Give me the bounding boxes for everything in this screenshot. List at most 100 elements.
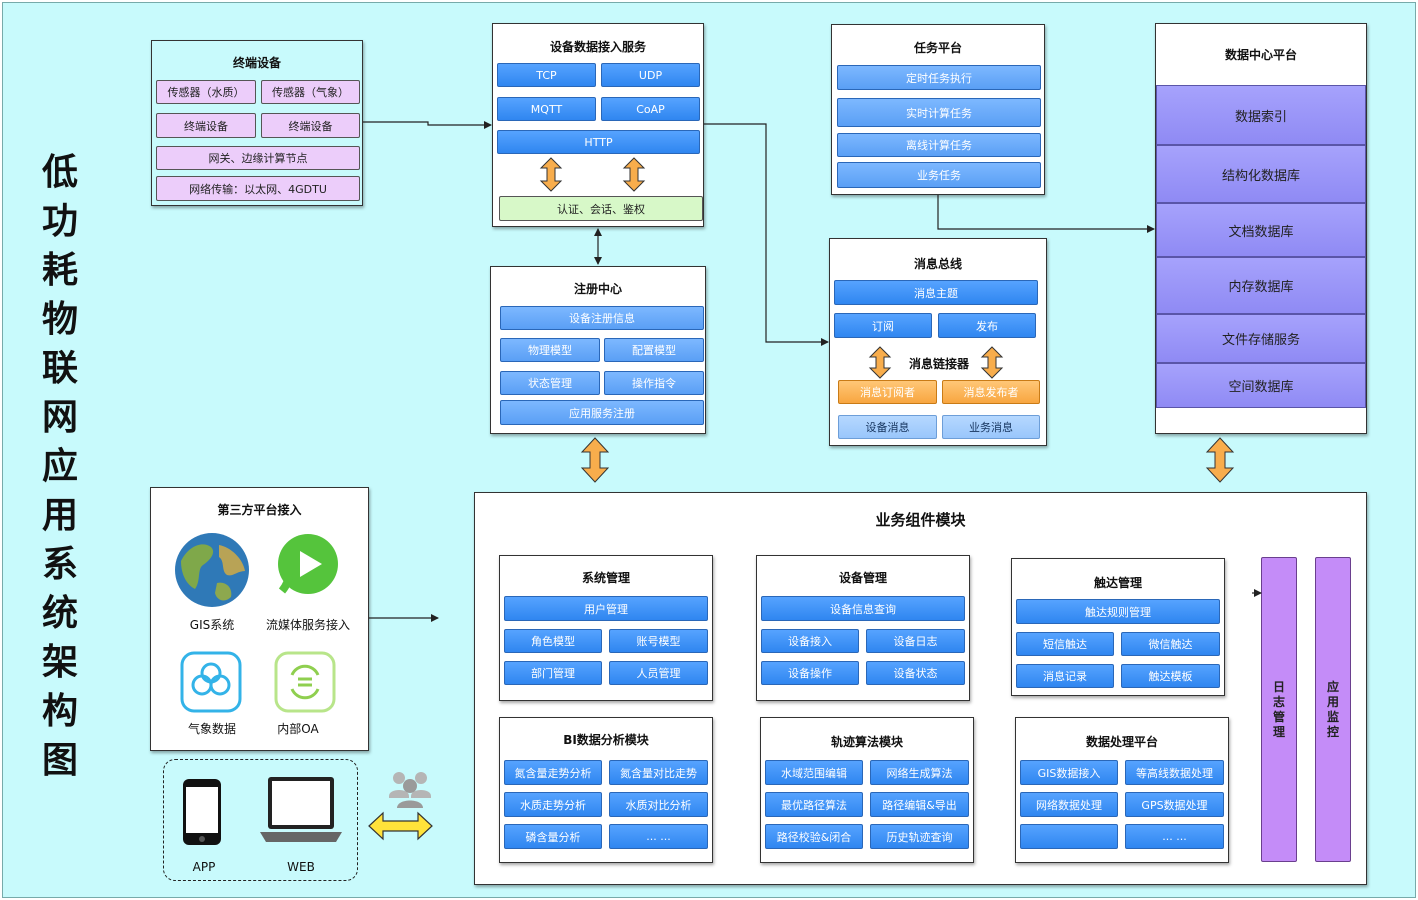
reach-mgmt-title: 触达管理 (1093, 576, 1142, 590)
task-item: 业务任务 (837, 162, 1041, 188)
device-mgmt-title: 设备管理 (838, 571, 887, 585)
third-party-panel: 第三方平台接入 GIS系统 流媒体服务接入 气象数据 (150, 487, 369, 751)
access-title: 设备数据接入服务 (549, 40, 646, 54)
log-char: 日 (1272, 679, 1285, 694)
reach-mgmt-item: 触达模板 (1121, 664, 1220, 688)
bi-item: 水质对比分析 (609, 792, 708, 817)
system-mgmt-item: 角色模型 (504, 629, 602, 653)
device-mgmt-item: 设备操作 (761, 661, 859, 685)
streaming-media-icon (278, 534, 338, 594)
auth-box: 认证、会话、鉴权 (499, 196, 703, 221)
protocol-http: HTTP (497, 130, 700, 154)
protocol-coap: CoAP (601, 97, 700, 121)
terminal-item: 网关、边缘计算节点 (156, 146, 360, 170)
bus-connector-label: 消息链接器 (908, 357, 969, 371)
monitor-char: 用 (1326, 694, 1339, 709)
phone-icon (183, 779, 221, 845)
bi-panel: BI数据分析模块 氮含量走势分析 氮含量对比走势 水质走势分析 水质对比分析 磷… (499, 717, 713, 863)
streaming-label: 流媒体服务接入 (265, 618, 350, 632)
globe-icon (175, 533, 249, 607)
registry-item: 配置模型 (604, 338, 704, 362)
bus-subscribe: 订阅 (834, 313, 932, 338)
device-mgmt-item: 设备信息查询 (761, 596, 965, 621)
data-processing-item: 等高线数据处理 (1125, 760, 1224, 785)
bus-publish: 发布 (938, 313, 1036, 338)
monitor-char: 控 (1326, 724, 1339, 739)
device-mgmt-item: 设备日志 (866, 629, 965, 653)
bi-item: 氮含量对比走势 (609, 760, 708, 785)
bi-title: BI数据分析模块 (563, 733, 649, 747)
data-processing-item: 网络数据处理 (1020, 792, 1118, 817)
system-mgmt-title: 系统管理 (581, 571, 630, 585)
app-monitor-bar: 应 用 监 控 (1315, 557, 1351, 862)
business-title: 业务组件模块 (875, 511, 966, 529)
terminal-item: 终端设备 (156, 113, 256, 138)
third-party-title: 第三方平台接入 (217, 503, 302, 517)
registry-item: 物理模型 (500, 338, 600, 362)
reach-mgmt-item: 触达规则管理 (1016, 599, 1220, 624)
client-group: APP WEB (163, 759, 358, 881)
track-title: 轨迹算法模块 (830, 735, 903, 749)
log-char: 管 (1272, 709, 1285, 724)
system-mgmt-item: 账号模型 (609, 629, 708, 653)
device-mgmt-panel: 设备管理 设备信息查询 设备接入 设备日志 设备操作 设备状态 (756, 555, 970, 701)
log-char: 志 (1272, 694, 1285, 709)
reach-mgmt-item: 短信触达 (1016, 632, 1114, 656)
registry-item: 操作指令 (604, 371, 704, 395)
terminal-item: 传感器（气象） (261, 80, 360, 104)
protocol-udp: UDP (601, 63, 700, 87)
system-mgmt-item: 部门管理 (504, 661, 602, 685)
gis-label: GIS系统 (189, 618, 235, 632)
oa-label: 内部OA (277, 722, 319, 736)
track-item: 路径编辑&导出 (870, 792, 969, 817)
log-char: 理 (1272, 724, 1285, 739)
registry-panel: 注册中心 设备注册信息 物理模型 配置模型 状态管理 操作指令 应用服务注册 (490, 266, 706, 434)
terminal-title: 终端设备 (232, 56, 281, 70)
track-panel: 轨迹算法模块 水域范围编辑 网络生成算法 最优路径算法 路径编辑&导出 路径校验… (760, 717, 974, 863)
datacenter-item: 空间数据库 (1156, 363, 1366, 408)
bus-title: 消息总线 (913, 257, 962, 271)
registry-item: 应用服务注册 (500, 400, 704, 425)
bi-item: 氮含量走势分析 (504, 760, 602, 785)
business-panel: 业务组件模块 系统管理 用户管理 角色模型 账号模型 部门管理 人员管理 设备管… (474, 492, 1367, 885)
track-item: 历史轨迹查询 (870, 824, 969, 849)
datacenter-item: 文档数据库 (1156, 203, 1366, 257)
data-processing-item: GIS数据接入 (1020, 760, 1118, 785)
reach-mgmt-item: 消息记录 (1016, 664, 1114, 688)
internal-oa-icon (274, 651, 336, 713)
protocol-tcp: TCP (497, 63, 596, 87)
data-processing-item: GPS数据处理 (1125, 792, 1224, 817)
log-management-bar: 日 志 管 理 (1261, 557, 1297, 862)
track-item: 最优路径算法 (765, 792, 863, 817)
bus-panel: 消息总线 消息主题 订阅 发布 消息链接器 消息订阅者 消息发布者 设备消息 业… (829, 238, 1047, 446)
datacenter-title: 数据中心平台 (1224, 48, 1297, 62)
bi-item: ... ... (609, 824, 708, 849)
system-mgmt-panel: 系统管理 用户管理 角色模型 账号模型 部门管理 人员管理 (499, 555, 713, 701)
task-panel: 任务平台 定时任务执行 实时计算任务 离线计算任务 业务任务 (831, 24, 1045, 195)
data-processing-panel: 数据处理平台 GIS数据接入 等高线数据处理 网络数据处理 GPS数据处理 ..… (1015, 717, 1229, 863)
app-label: APP (192, 860, 216, 874)
terminal-item: 传感器（水质） (156, 80, 256, 104)
monitor-char: 应 (1326, 679, 1339, 694)
access-panel: 设备数据接入服务 TCP UDP MQTT CoAP HTTP 认证、会话、鉴权 (492, 23, 704, 227)
datacenter-panel: 数据中心平台 数据索引 结构化数据库 文档数据库 内存数据库 文件存储服务 空间… (1155, 23, 1367, 434)
reach-mgmt-panel: 触达管理 触达规则管理 短信触达 微信触达 消息记录 触达模板 (1011, 558, 1225, 696)
track-item: 网络生成算法 (870, 760, 969, 785)
bi-item: 水质走势分析 (504, 792, 602, 817)
terminal-item: 网络传输：以太网、4GDTU (156, 176, 360, 201)
datacenter-item: 结构化数据库 (1156, 145, 1366, 203)
bus-publisher: 消息发布者 (942, 380, 1040, 404)
registry-title: 注册中心 (573, 282, 622, 296)
datacenter-item: 文件存储服务 (1156, 314, 1366, 363)
task-title: 任务平台 (913, 41, 962, 55)
registry-item: 状态管理 (500, 371, 600, 395)
task-item: 实时计算任务 (837, 98, 1041, 127)
reach-mgmt-item: 微信触达 (1121, 632, 1220, 656)
track-item: 水域范围编辑 (765, 760, 863, 785)
bus-subscriber: 消息订阅者 (838, 380, 937, 404)
weather-label: 气象数据 (187, 722, 236, 736)
bus-topic: 消息主题 (834, 280, 1038, 305)
protocol-mqtt: MQTT (497, 97, 596, 121)
track-item: 路径校验&闭合 (765, 824, 863, 849)
